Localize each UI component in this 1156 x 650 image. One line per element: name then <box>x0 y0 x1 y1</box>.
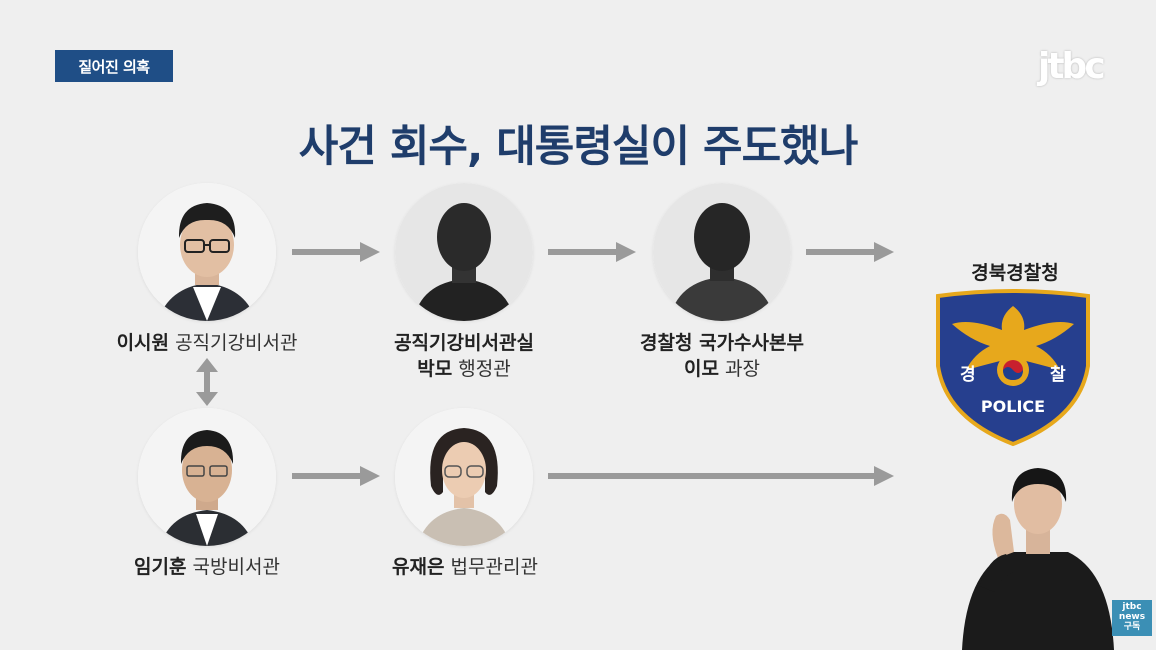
label-person-4: 임기훈 국방비서관 <box>92 554 322 580</box>
person-1-role: 공직기강비서관 <box>175 332 298 354</box>
person-1-name: 이시원 <box>116 332 170 354</box>
arrow-p1-p4-bidirectional <box>196 358 218 406</box>
jtbc-news-subscribe-logo[interactable]: jtbc news 구독 <box>1112 600 1152 636</box>
label-person-5: 유재은 법무관리관 <box>350 554 580 580</box>
person-2-office: 공직기강비서관실 <box>394 332 534 354</box>
avatar-person-5 <box>395 408 533 546</box>
person-5-role: 법무관리관 <box>450 556 538 578</box>
page-title: 사건 회수, 대통령실이 주도했나 <box>298 122 859 172</box>
news-logo-line3: 구독 <box>1123 622 1141 632</box>
section-tag: 짙어진 의혹 <box>55 50 173 82</box>
sign-language-interpreter <box>962 468 1114 650</box>
avatar-person-1 <box>138 183 276 321</box>
label-person-1: 이시원 공직기강비서관 <box>82 330 332 356</box>
label-person-3: 경찰청 국가수사본부 이모 과장 <box>602 330 842 382</box>
person-2-name: 박모 <box>417 358 453 380</box>
avatar-person-3-anonymous <box>653 183 791 321</box>
person-4-role: 국방비서관 <box>192 556 280 578</box>
badge-left-char: 경 <box>960 365 976 385</box>
person-5-name: 유재은 <box>392 556 445 578</box>
agency-name: 경북경찰청 <box>971 262 1059 284</box>
police-badge-icon: 경 찰 POLICE <box>936 289 1090 447</box>
arrow-p2-to-p3 <box>548 242 636 262</box>
label-person-2: 공직기강비서관실 박모 행정관 <box>354 330 574 382</box>
person-2-role: 행정관 <box>458 358 511 380</box>
avatar-person-2-anonymous <box>395 183 533 321</box>
avatar-person-4 <box>138 408 276 546</box>
news-logo-line1: jtbc <box>1122 602 1142 612</box>
badge-police-text: POLICE <box>981 397 1045 416</box>
person-3-role: 과장 <box>725 358 760 380</box>
person-4-name: 임기훈 <box>134 556 187 578</box>
person-3-name: 이모 <box>684 358 719 380</box>
arrow-p5-to-agency <box>548 466 894 486</box>
arrow-p1-to-p2 <box>292 242 380 262</box>
badge-right-char: 찰 <box>1050 365 1066 385</box>
arrow-p3-to-agency <box>806 242 894 262</box>
jtbc-logo: jtbc <box>1038 46 1106 87</box>
person-3-office: 경찰청 국가수사본부 <box>640 332 804 354</box>
news-logo-line2: news <box>1118 612 1146 622</box>
arrow-p4-to-p5 <box>292 466 380 486</box>
